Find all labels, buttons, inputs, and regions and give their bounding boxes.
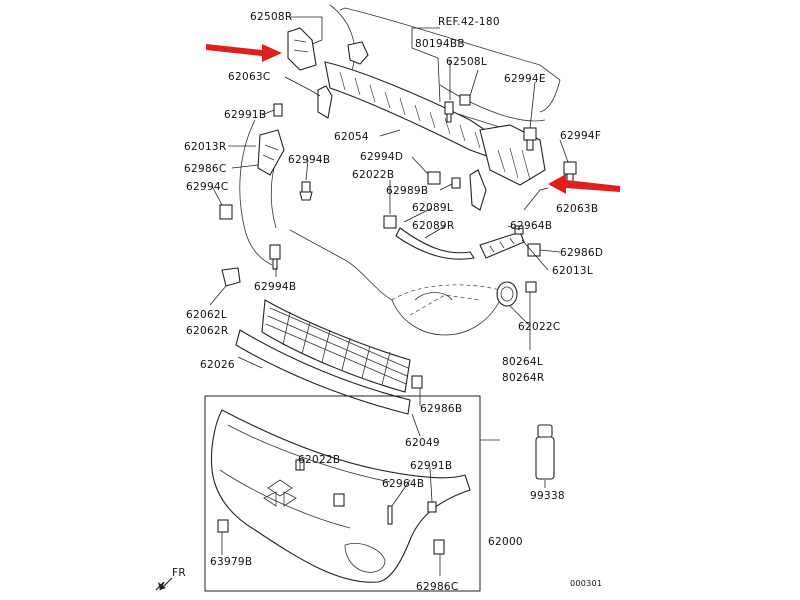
label-62000: 62000 xyxy=(488,536,523,548)
label-ref: REF.42-180 xyxy=(438,16,500,28)
clip-62063C xyxy=(317,85,333,119)
reinforcement-62049 xyxy=(235,329,411,415)
nut-62994F xyxy=(563,161,577,183)
screw-62994B-mid xyxy=(269,244,281,270)
label-figure-id: 000301 xyxy=(570,579,602,588)
part-labels: 62508R REF.42-180 80194BB 62508L 62063C … xyxy=(172,11,603,593)
bracket-62013R xyxy=(257,129,285,176)
label-62089L: 62089L xyxy=(412,202,453,214)
label-62022B-bottom: 62022B xyxy=(298,454,340,466)
label-62964B-top: 62964B xyxy=(510,220,552,232)
bumper-assembly-frame xyxy=(204,395,481,592)
label-62508L: 62508L xyxy=(446,56,487,68)
label-62986C-top: 62986C xyxy=(184,163,227,175)
label-62022C: 62022C xyxy=(518,321,561,333)
red-arrow-left-icon xyxy=(206,44,282,62)
label-62991B-bottom: 62991B xyxy=(410,460,452,472)
label-62964B-bottom: 62964B xyxy=(382,478,424,490)
fog-lamp-cover-80264 xyxy=(496,281,518,307)
bracket-62508L xyxy=(347,41,369,65)
red-arrow-right-icon xyxy=(548,174,620,194)
clip-62022B-top xyxy=(383,215,397,229)
label-99338: 99338 xyxy=(530,490,565,502)
label-62986D: 62986D xyxy=(560,247,603,259)
grille-62026 xyxy=(261,299,411,393)
label-80194BB: 80194BB xyxy=(415,38,465,50)
label-62063B: 62063B xyxy=(556,203,598,215)
bolts-80194BB xyxy=(444,94,471,123)
label-62994D: 62994D xyxy=(360,151,403,163)
label-62994B-mid: 62994B xyxy=(254,281,296,293)
label-62989B: 62989B xyxy=(386,185,428,197)
label-62026: 62026 xyxy=(200,359,235,371)
label-62986C-bottom: 62986C xyxy=(416,581,459,593)
label-62063C: 62063C xyxy=(228,71,271,83)
label-62994E: 62994E xyxy=(504,73,546,85)
label-80264L: 80264L xyxy=(502,356,543,368)
label-62508R: 62508R xyxy=(250,11,293,23)
mitsubishi-logo-icon xyxy=(263,479,297,507)
label-62994C: 62994C xyxy=(186,181,229,193)
label-62994F: 62994F xyxy=(560,130,601,142)
clip-62063B xyxy=(469,169,487,211)
bracket-62013L xyxy=(479,231,525,259)
clip-62989B xyxy=(451,177,461,189)
label-62089R: 62089R xyxy=(412,220,455,232)
clip-62986B xyxy=(411,375,423,389)
label-fr: FR xyxy=(172,567,186,579)
nut-62994E xyxy=(523,127,537,151)
clip-62991B-top xyxy=(273,103,283,117)
reinforcement-62054 xyxy=(324,61,546,186)
clip-62062L xyxy=(221,267,241,287)
clip-62022C xyxy=(525,281,537,293)
label-62994B-top: 62994B xyxy=(288,154,330,166)
label-63979B: 63979B xyxy=(210,556,252,568)
molding-62089 xyxy=(395,227,475,260)
leader-lines xyxy=(209,16,569,576)
paint-bottle-99338 xyxy=(535,424,555,480)
screw-62994B-top xyxy=(299,181,313,201)
nut-62994C xyxy=(219,204,233,220)
label-62062R: 62062R xyxy=(186,325,229,337)
label-62062L: 62062L xyxy=(186,309,227,321)
front-direction-arrow-icon xyxy=(155,577,173,591)
label-62986B: 62986B xyxy=(420,403,462,415)
label-62991B-top: 62991B xyxy=(224,109,266,121)
bracket-62508R xyxy=(287,27,317,71)
label-62049: 62049 xyxy=(405,437,440,449)
label-62054: 62054 xyxy=(334,131,369,143)
label-62013L: 62013L xyxy=(552,265,593,277)
label-80264R: 80264R xyxy=(502,372,545,384)
label-62022B-top: 62022B xyxy=(352,169,394,181)
nut-62994D xyxy=(427,171,441,185)
label-62013R: 62013R xyxy=(184,141,227,153)
